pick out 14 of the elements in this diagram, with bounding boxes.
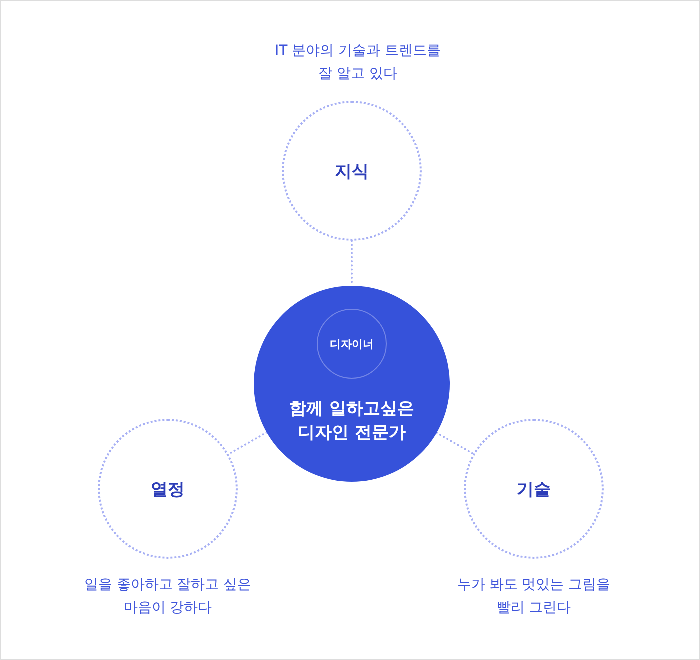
caption-text: 일을 좋아하고 잘하고 싶은 마음이 강하다 <box>84 577 252 616</box>
caption-text: IT 분야의 기술과 트렌드를 잘 알고 있다 <box>274 43 442 82</box>
topic-label: 지식 <box>335 160 369 182</box>
topic-circle <box>282 101 422 241</box>
topic-circle <box>98 419 238 559</box>
connector-line <box>228 432 268 456</box>
topic-label: 열정 <box>151 478 185 500</box>
inner-label: 디자이너 <box>330 336 374 352</box>
center-heading: 함께 일하고싶은 디자인 전문가 <box>290 399 414 443</box>
topic-label: 기술 <box>517 478 551 500</box>
inner-circle <box>317 309 387 379</box>
topic-circle <box>464 419 604 559</box>
caption-text: 누가 봐도 멋있는 그림을 빨리 그린다 <box>457 577 611 616</box>
connector-line <box>436 432 474 455</box>
